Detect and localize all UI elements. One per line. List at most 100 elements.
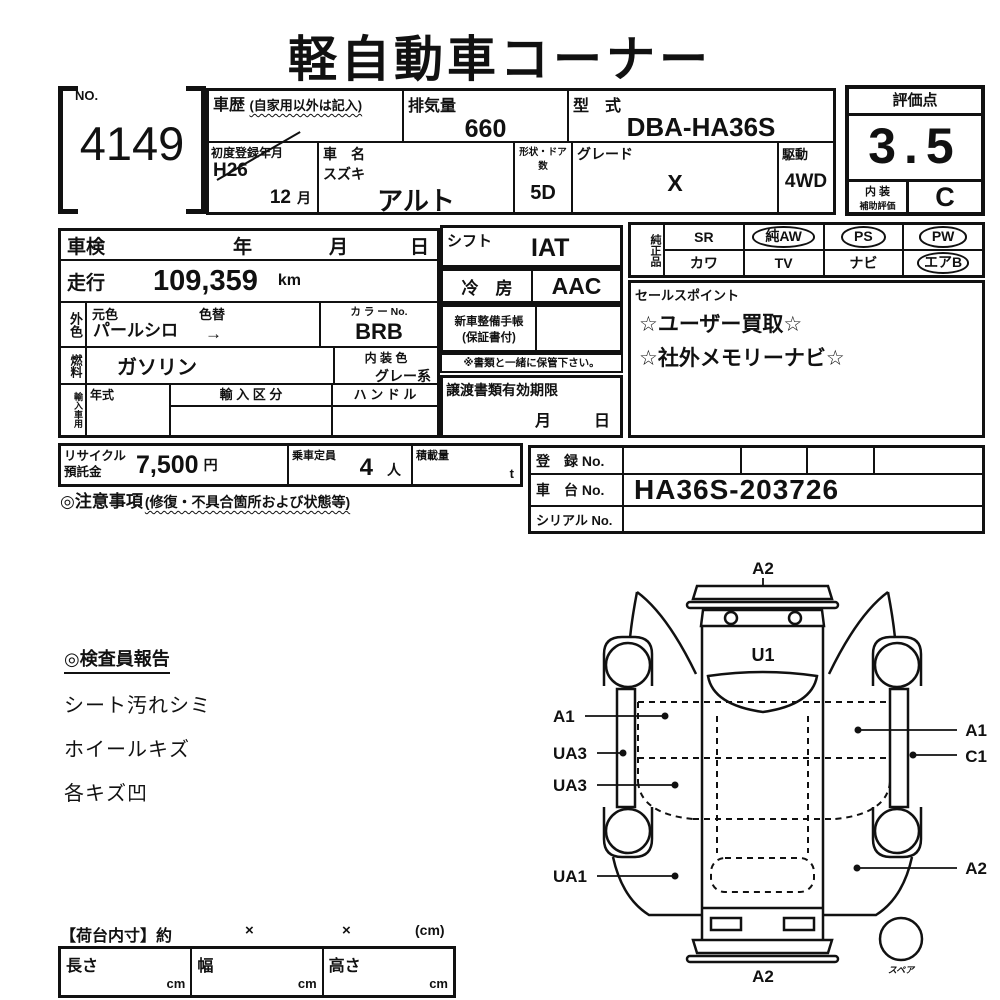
model-code-cell: 型 式 DBA-HA36S [569,91,833,142]
taillight-right [782,916,816,932]
genuine-sr: SR [665,225,745,249]
lot-number-box: NO. 4149 [58,86,206,214]
sales-points-box: セールスポイント ☆ユーザー買取☆ ☆社外メモリーナビ☆ [628,280,985,438]
sales-point-line: ☆ユーザー買取☆ [639,313,803,336]
load-unit: t [509,466,514,481]
mileage-row: 走行 109,359 km [61,261,437,303]
genuine-tv: TV [745,251,825,275]
import-class-cell: 輸 入 区 分 [171,385,333,435]
windshield [706,670,819,714]
wheel-front-right [873,641,921,689]
chassis-no-label: 車 台 No. [531,475,624,505]
mileage-unit: km [277,272,301,289]
drive-cell: 駆動 4WD [779,143,833,212]
service-book-label: 新車整備手帳 (保証書付) [443,307,537,350]
interior-color-cell: 内 装 色 グレー系 [333,348,437,384]
inspector-report-title: ◎検査員報告 [64,645,170,674]
interior-rating-label: 内 装 補助評価 [849,182,909,215]
color-no-value: BRB [355,319,403,344]
cargo-unit-note: (cm) [415,922,445,938]
displacement-value: 660 [464,115,507,143]
shaken-day-label: 日 [409,236,429,258]
shaken-year-label: 年 [233,236,253,258]
displacement-label: 排気量 [408,98,457,115]
fuel-row: 燃料 ガソリン 内 装 色 グレー系 [61,348,437,385]
exterior-color-label: 外色 [61,303,87,346]
cargo-length-cell: 長さ cm [61,949,193,995]
car-name-label: 車 名 [323,146,365,162]
body-doors-label: 形状・ドア数 [519,147,567,172]
diagram-label-left-ua3-1: UA3 [553,744,587,763]
diagram-label-right-a2: A2 [965,859,987,878]
registration-no-label: 登 録 No. [531,448,624,473]
year-type-cell: 年式 [87,385,171,435]
cargo-width-cell: 幅 cm [192,949,324,995]
displacement-cell: 排気量 660 [404,91,569,143]
cargo-size-table: 長さ cm 幅 cm 高さ cm [58,946,456,998]
cargo-size-header: 【荷台内寸】約 × × (cm) [60,922,445,945]
handle-label: ハ ン ド ル [333,385,437,407]
import-class-label: 輸 入 区 分 [171,385,331,407]
capacity-value: 4 [359,454,373,481]
transfer-docs-label: 譲渡書類有効期限 [446,382,558,398]
front-bumper [691,584,834,601]
caution-note: (修復・不具合箇所および状態等) [144,494,351,510]
exterior-color-row: 外色 元色 色替 パールシロ → カ ラ ー No. BRB [61,303,437,348]
cargo-header-label: 【荷台内寸】約 [60,928,173,945]
history-label: 車歴 [213,97,246,114]
bracket-right [186,86,206,214]
model-code-label: 型 式 [573,98,622,115]
interior-color-value: グレー系 [375,368,431,384]
inspector-note: ホイールキズ [64,739,190,761]
capacity-label: 乗車定員 [292,450,336,462]
history-cell: 車歴 (自家用以外は記入) [209,91,404,141]
fuel-label: 燃料 [61,348,87,383]
rear-bumper [691,938,834,955]
rating-score: 3.5 [849,116,981,182]
load-label: 積載量 [416,450,449,462]
recycle-deposit-unit: 円 [203,457,218,473]
shaken-month-label: 月 [329,236,349,258]
color-no-label: カ ラ ー No. [350,306,408,318]
drive-value: 4WD [784,171,828,192]
genuine-aw: 純AW [745,225,825,249]
front-panel [699,608,826,628]
serial-no-row: シリアル No. [531,507,982,531]
inspector-note: シート汚れシミ [64,695,211,717]
chassis-no-value: HA36S-203726 [634,474,840,505]
first-registration-month: 12 [269,187,291,208]
vehicle-info-table: 車検 年 月 日 走行 109,359 km 外色 元色 色替 パールシロ → … [58,228,440,438]
recycle-deposit-value: 7,500 [136,450,199,479]
service-book-box: 新車整備手帳 (保証書付) [440,304,623,353]
mileage-label: 走行 [67,272,106,294]
grade-cell: グレード X [573,143,779,212]
shift-label: シフト [447,233,493,250]
wheel-rear-right [873,807,921,855]
cargo-height-label: 高さ [328,958,361,975]
diagram-label-right-a1: A1 [965,721,987,740]
genuine-navi: ナビ [825,251,905,275]
shaken-label: 車検 [67,236,106,258]
genuine-parts-label: 純正品 [631,225,665,275]
sales-points-label: セールスポイント [635,288,740,303]
sales-point-line: ☆社外メモリーナビ☆ [639,347,845,370]
diagram-label-front-a2: A2 [752,559,774,578]
first-registration-cell: 初度登録年月 H26 12 月 [209,131,319,212]
diagram-label-left-ua3-2: UA3 [553,776,587,795]
grade-label: グレード [577,146,633,162]
grade-value: X [667,170,683,196]
car-maker: スズキ [323,166,365,182]
registration-no-row: 登 録 No. [531,448,982,475]
color-no-cell: カ ラ ー No. BRB [319,303,437,346]
service-book-value [537,307,620,350]
transfer-docs-box: 譲渡書類有効期限 月 日 [440,375,623,438]
genuine-parts-box: 純正品 SR 純AW PS PW カワ TV ナビ エアB [628,222,985,278]
cargo-length-label: 長さ [66,958,99,975]
spare-tire [878,916,924,962]
fuel-value: ガソリン [117,357,197,379]
drive-label: 駆動 [782,147,809,162]
import-label: 輸入車用 [61,385,87,435]
left-sill [615,687,637,809]
original-color-label: 元色 [92,307,119,322]
header-table: 車歴 (自家用以外は記入) 排気量 660 型 式 DBA-HA36S 初度登録… [206,88,836,216]
